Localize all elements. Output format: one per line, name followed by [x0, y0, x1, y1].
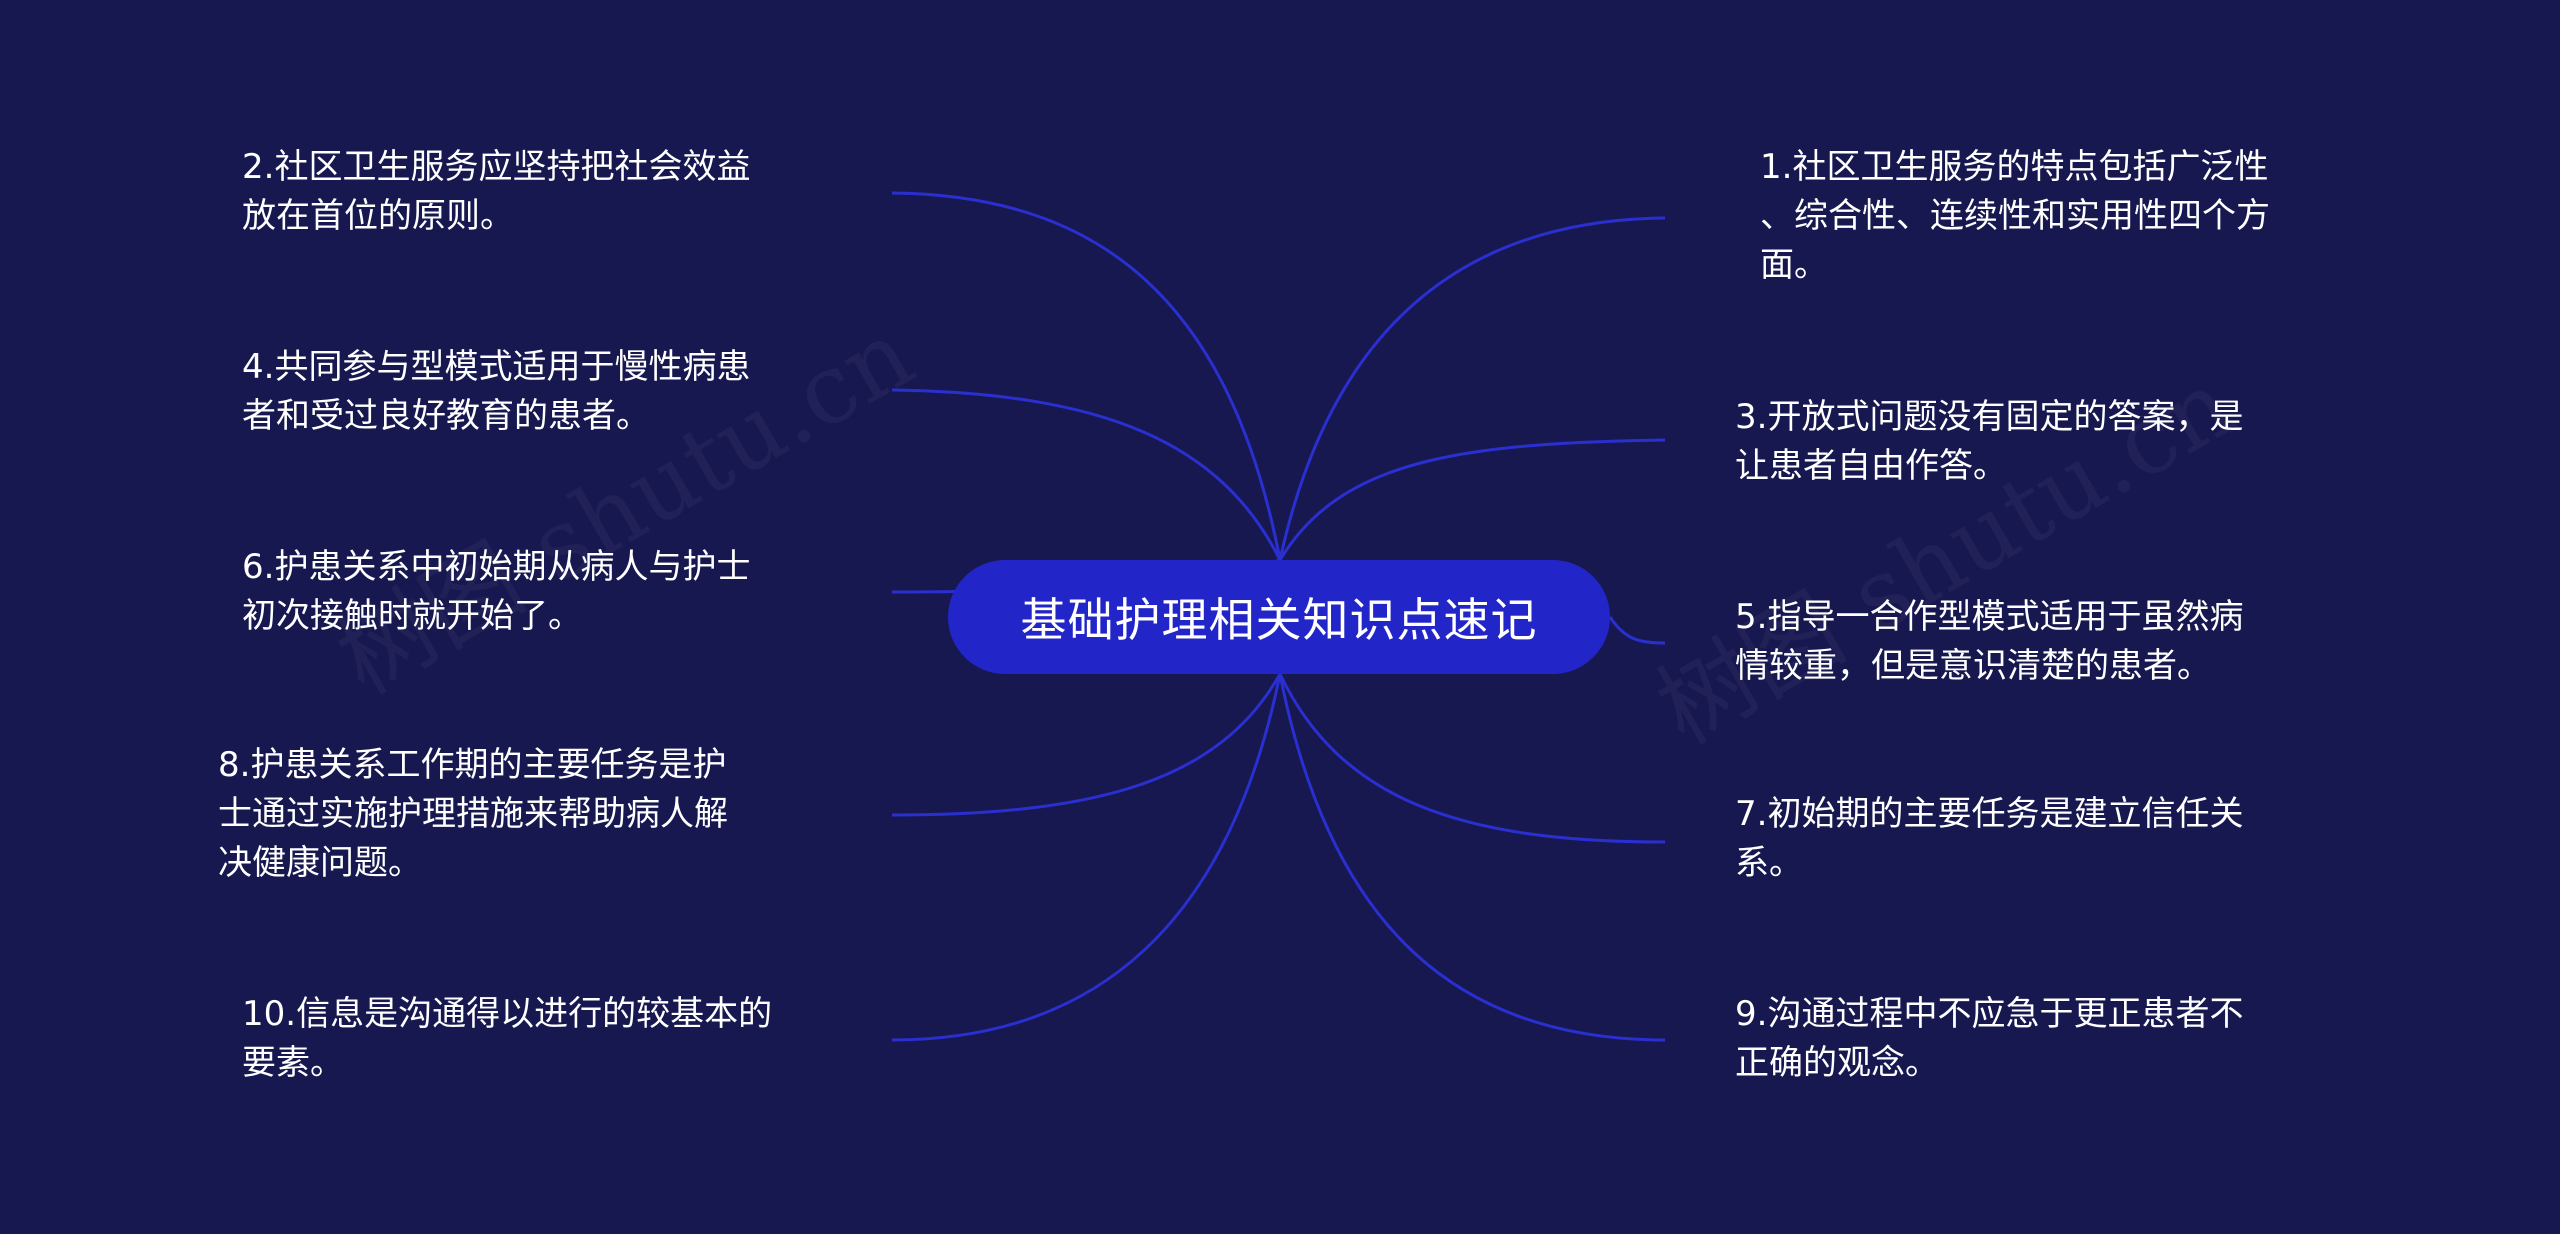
branch-node-4[interactable]: 4.共同参与型模式适用于慢性病患 者和受过良好教育的患者。 — [242, 343, 750, 441]
connector-branch-1 — [1278, 216, 1666, 561]
branch-text-line: 决健康问题。 — [218, 843, 422, 883]
connector-branch-8 — [891, 673, 1282, 817]
connector-branch-5 — [1608, 616, 1666, 645]
connector-branch-2 — [891, 191, 1282, 561]
branch-text-line: 5.指导一合作型模式适用于虽然病 — [1735, 597, 2244, 637]
connector-branch-4 — [891, 388, 1282, 561]
connector-branch-7 — [1278, 673, 1666, 844]
branch-text-line: 10.信息是沟通得以进行的较基本的 — [242, 994, 773, 1034]
branch-node-10[interactable]: 10.信息是沟通得以进行的较基本的 要素。 — [242, 990, 772, 1088]
branch-text-line: 者和受过良好教育的患者。 — [242, 396, 650, 436]
branch-node-7[interactable]: 7.初始期的主要任务是建立信任关 系。 — [1735, 790, 2243, 888]
branch-text-line: 8.护患关系工作期的主要任务是护 — [218, 745, 727, 785]
branch-text-line: 面。 — [1760, 245, 1828, 285]
branch-text-line: 情较重，但是意识清楚的患者。 — [1735, 646, 2211, 686]
connector-branch-9 — [1278, 673, 1666, 1042]
branch-node-8[interactable]: 8.护患关系工作期的主要任务是护 士通过实施护理措施来帮助病人解 决健康问题。 — [218, 741, 728, 888]
branch-text-line: 让患者自由作答。 — [1735, 446, 2007, 486]
branch-text-line: 士通过实施护理措施来帮助病人解 — [218, 794, 728, 834]
branch-text-line: 3.开放式问题没有固定的答案，是 — [1735, 397, 2244, 437]
branch-node-3[interactable]: 3.开放式问题没有固定的答案，是 让患者自由作答。 — [1735, 393, 2243, 491]
branch-text-line: 4.共同参与型模式适用于慢性病患 — [242, 347, 751, 387]
branch-text-line: 正确的观念。 — [1735, 1043, 1939, 1083]
branch-text-line: 要素。 — [242, 1043, 344, 1083]
branch-node-5[interactable]: 5.指导一合作型模式适用于虽然病 情较重，但是意识清楚的患者。 — [1735, 593, 2243, 691]
branch-text-line: 9.沟通过程中不应急于更正患者不 — [1735, 994, 2244, 1034]
connector-branch-3 — [1278, 438, 1666, 561]
branch-text-line: 2.社区卫生服务应坚持把社会效益 — [242, 147, 751, 187]
branch-node-9[interactable]: 9.沟通过程中不应急于更正患者不 正确的观念。 — [1735, 990, 2243, 1088]
branch-text-line: 7.初始期的主要任务是建立信任关 — [1735, 794, 2244, 834]
branch-text-line: 1.社区卫生服务的特点包括广泛性 — [1760, 147, 2269, 187]
branch-text-line: 系。 — [1735, 843, 1803, 883]
branch-text-line: 初次接触时就开始了。 — [242, 596, 582, 636]
central-topic[interactable]: 基础护理相关知识点速记 — [948, 560, 1610, 674]
branch-text-line: 、综合性、连续性和实用性四个方 — [1760, 196, 2270, 236]
central-topic-label: 基础护理相关知识点速记 — [1020, 593, 1538, 647]
branch-text-line: 6.护患关系中初始期从病人与护士 — [242, 547, 751, 587]
connector-branch-10 — [891, 673, 1282, 1042]
branch-text-line: 放在首位的原则。 — [242, 196, 514, 236]
branch-node-6[interactable]: 6.护患关系中初始期从病人与护士 初次接触时就开始了。 — [242, 543, 750, 641]
branch-node-2[interactable]: 2.社区卫生服务应坚持把社会效益 放在首位的原则。 — [242, 143, 750, 241]
branch-node-1[interactable]: 1.社区卫生服务的特点包括广泛性 、综合性、连续性和实用性四个方 面。 — [1760, 143, 2270, 290]
